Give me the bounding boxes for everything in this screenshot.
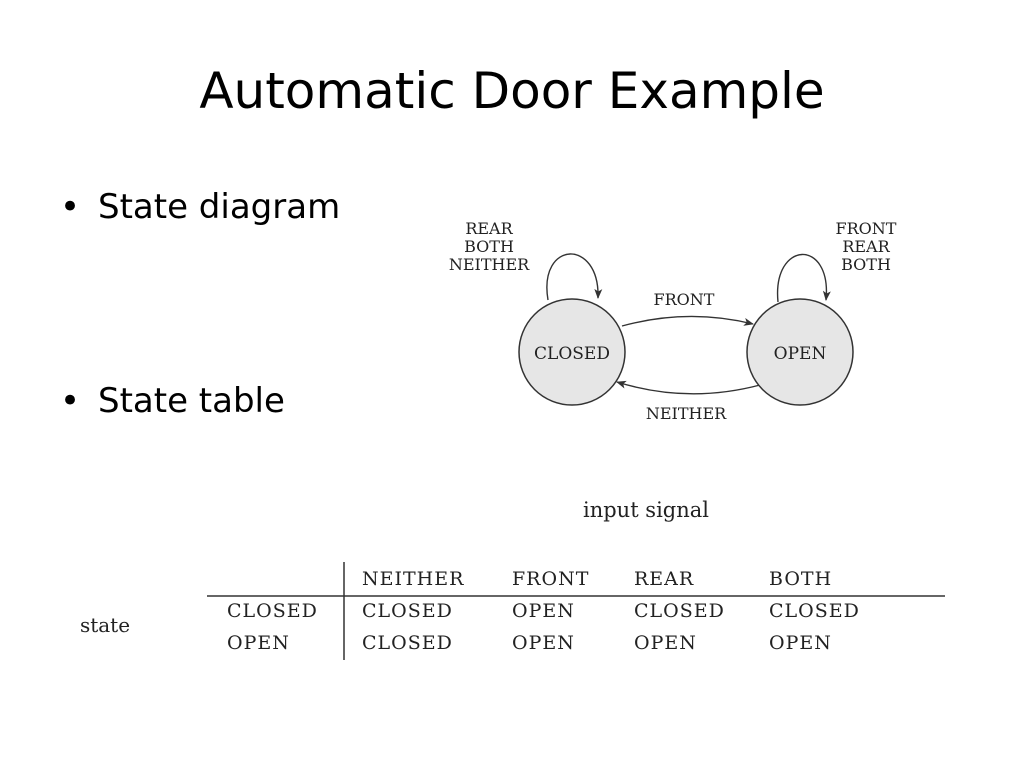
cell-closed-front: OPEN xyxy=(512,600,575,622)
self-loop-closed-edge xyxy=(546,253,603,301)
state-closed-label: CLOSED xyxy=(534,344,610,364)
bullet-glyph: • xyxy=(60,187,81,227)
cell-open-front: OPEN xyxy=(512,632,575,654)
edge-neither-label: NEITHER xyxy=(646,404,727,423)
col-header-both: BOTH xyxy=(769,568,832,590)
table-caption: input signal xyxy=(583,498,709,522)
self-loop-open-edge xyxy=(776,253,831,303)
cell-open-neither: CLOSED xyxy=(362,632,453,654)
state-open-label: OPEN xyxy=(774,344,827,364)
closed-loop-label-2: BOTH xyxy=(464,237,514,256)
cell-open-rear: OPEN xyxy=(634,632,697,654)
bullet-state-table: • State table xyxy=(60,384,285,418)
open-loop-label-3: BOTH xyxy=(841,255,891,274)
cell-closed-both: CLOSED xyxy=(769,600,860,622)
cell-open-both: OPEN xyxy=(769,632,832,654)
slide-title: Automatic Door Example xyxy=(199,62,825,120)
col-header-rear: REAR xyxy=(634,568,694,590)
bullet-glyph: • xyxy=(60,381,81,421)
edge-open-to-closed xyxy=(616,380,761,395)
bullet-label: State table xyxy=(98,381,285,421)
state-closed-node xyxy=(518,298,626,406)
state-diagram: CLOSED OPEN REAR BOTH NEITHER FRONT REAR… xyxy=(449,219,897,423)
open-loop-label-1: FRONT xyxy=(836,219,897,238)
col-header-neither: NEITHER xyxy=(362,568,464,590)
cell-closed-rear: CLOSED xyxy=(634,600,725,622)
bullet-label: State diagram xyxy=(98,187,341,227)
row-state-open: OPEN xyxy=(227,632,290,654)
state-table: input signal state NEITHER FRONT REAR BO… xyxy=(80,498,945,660)
col-header-front: FRONT xyxy=(512,568,589,590)
edge-front-label: FRONT xyxy=(654,290,715,309)
table-row-header-label: state xyxy=(80,613,130,637)
closed-loop-label-3: NEITHER xyxy=(449,255,530,274)
closed-loop-label-1: REAR xyxy=(465,219,513,238)
state-open-node xyxy=(746,298,854,406)
cell-closed-neither: CLOSED xyxy=(362,600,453,622)
open-loop-label-2: REAR xyxy=(842,237,890,256)
row-state-closed: CLOSED xyxy=(227,600,318,622)
bullet-state-diagram: • State diagram xyxy=(60,190,340,224)
edge-closed-to-open xyxy=(621,315,754,327)
